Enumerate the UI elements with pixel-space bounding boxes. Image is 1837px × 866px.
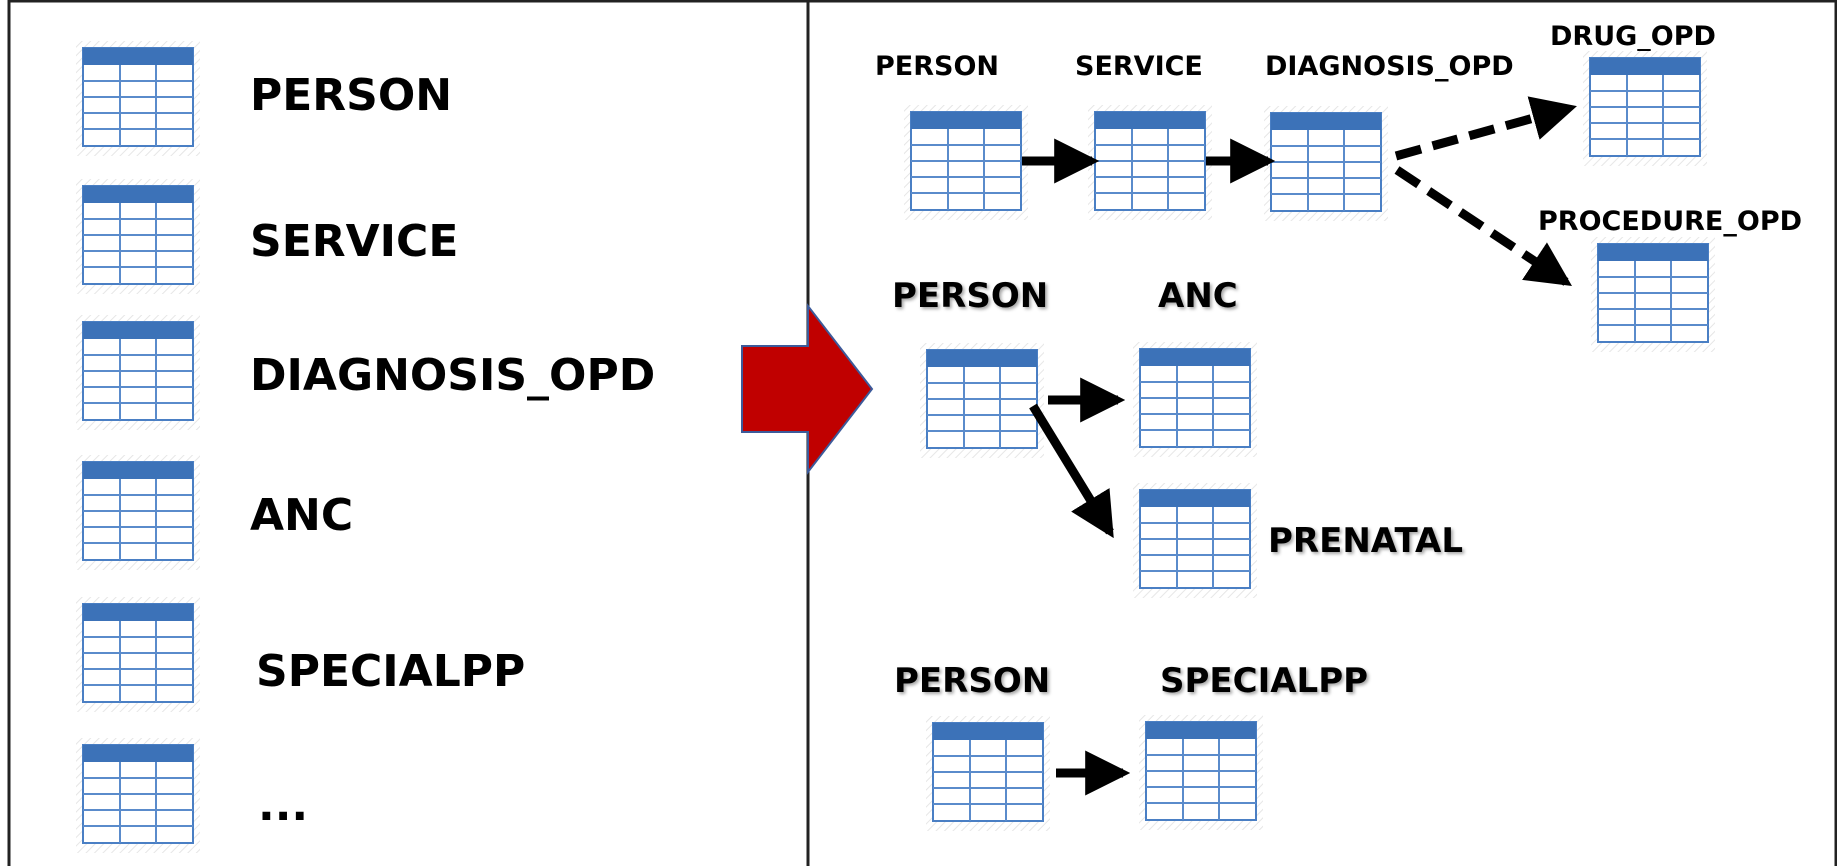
node-label-person: PERSON xyxy=(894,661,1050,701)
arrow-diagnosis-drug-dashed xyxy=(1394,96,1577,161)
table-icon xyxy=(75,454,201,571)
list-item-label: SPECIALPP xyxy=(256,646,525,697)
node-label-procedure-opd: PROCEDURE_OPD xyxy=(1538,206,1802,237)
table-icon xyxy=(75,314,201,431)
list-item-label: DIAGNOSIS_OPD xyxy=(250,350,655,401)
table-node-anc xyxy=(1132,341,1258,458)
table-node-procedure-opd xyxy=(1590,236,1716,353)
table-node-person xyxy=(903,104,1029,221)
transform-arrow-icon xyxy=(741,303,874,475)
arrow-diagnosis-procedure-dashed xyxy=(1394,166,1573,286)
node-label-prenatal: PRENATAL xyxy=(1268,521,1463,561)
node-label-anc: ANC xyxy=(1158,276,1238,316)
node-label-service: SERVICE xyxy=(1075,51,1203,82)
table-icon xyxy=(75,178,201,295)
table-node-diagnosis-opd xyxy=(1263,105,1389,222)
list-item: PERSON xyxy=(75,40,452,157)
node-label-person: PERSON xyxy=(875,51,999,82)
node-label-specialpp: SPECIALPP xyxy=(1160,661,1368,701)
list-item: SERVICE xyxy=(75,178,458,295)
table-icon xyxy=(75,596,201,713)
table-icon xyxy=(75,737,201,854)
table-node-person xyxy=(925,715,1051,832)
outer-frame xyxy=(7,0,1837,866)
table-node-service xyxy=(1087,104,1213,221)
table-node-drug-opd xyxy=(1582,50,1708,167)
node-label-drug-opd: DRUG_OPD xyxy=(1550,21,1716,52)
node-label-person: PERSON xyxy=(892,276,1048,316)
list-item-label: PERSON xyxy=(250,70,452,121)
list-item-label: SERVICE xyxy=(250,216,458,267)
node-label-diagnosis-opd: DIAGNOSIS_OPD xyxy=(1265,51,1514,82)
list-item-label: ... xyxy=(258,780,308,831)
list-item: DIAGNOSIS_OPD xyxy=(75,314,655,431)
list-item: ANC xyxy=(75,454,353,571)
relation-group-outpatient: PERSON SERVICE DIAGNOSIS_OPD DRUG_OPD PR… xyxy=(875,21,1802,353)
arrow-person-prenatal xyxy=(1029,403,1114,539)
list-item: SPECIALPP xyxy=(75,596,525,713)
table-node-specialpp xyxy=(1138,714,1264,831)
table-icon xyxy=(75,40,201,157)
list-item-label: ANC xyxy=(250,490,353,541)
relation-group-anc: PERSON ANC PRENATAL xyxy=(892,276,1463,599)
table-node-person xyxy=(919,342,1045,459)
list-item: ... xyxy=(75,737,308,854)
relation-group-specialpp: PERSON SPECIALPP xyxy=(894,661,1368,832)
table-node-prenatal xyxy=(1132,482,1258,599)
left-table-list: PERSON SERVICE DIAGNOSIS_OPD ANC SPECIAL… xyxy=(75,40,655,854)
